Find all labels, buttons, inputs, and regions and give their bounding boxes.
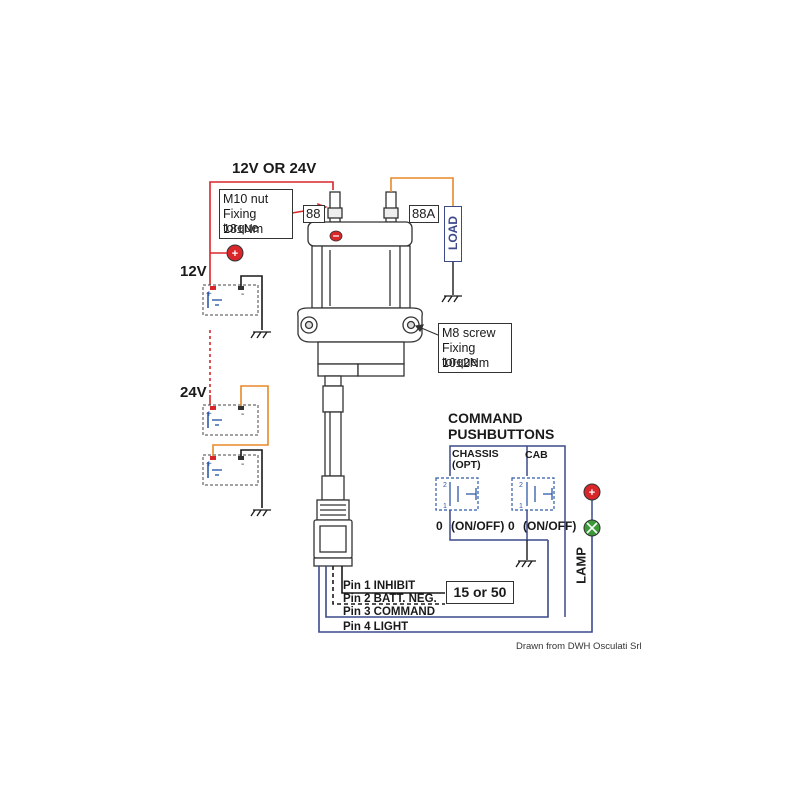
- m8-callout-line1: M8 screw: [442, 326, 496, 340]
- pin-3-label: Pin 3 COMMAND: [343, 606, 435, 618]
- chassis-label-line1: CHASSIS: [452, 448, 499, 460]
- load-wire: [390, 177, 454, 206]
- svg-text:+: +: [232, 248, 238, 260]
- m10-callout: M10 nut Fixing torque 18±Nm: [219, 189, 293, 239]
- pin-1-label: Pin 1 INHIBIT: [343, 580, 416, 592]
- chassis-pushbutton: 2 1: [435, 477, 479, 511]
- m8-callout-pointer: [414, 324, 439, 336]
- battery-12v: + -: [202, 284, 259, 316]
- ground-icon: [250, 509, 271, 517]
- command-title: COMMAND PUSHBUTTONS: [448, 410, 554, 442]
- svg-text:-: -: [241, 289, 244, 300]
- command-wiring: [449, 445, 566, 617]
- m10-callout-line1: M10 nut: [223, 192, 269, 206]
- ground-icon: [250, 331, 271, 339]
- m10-callout-line3: 18±Nm: [223, 222, 264, 236]
- battery-24v-ground-wire: [240, 449, 263, 508]
- terminal-88a-text: 88A: [412, 206, 436, 221]
- supply-voltage-label: 12V OR 24V: [232, 160, 317, 177]
- battery-24v-label: 24V: [180, 384, 207, 401]
- relay-body: [297, 191, 423, 377]
- svg-text:+: +: [206, 459, 212, 470]
- pin-wires: [318, 536, 593, 633]
- chassis-label-line2: (OPT): [452, 459, 481, 471]
- svg-text:-: -: [241, 459, 244, 470]
- timer-box: 15 or 50: [446, 581, 514, 604]
- lamp-label: LAMP: [573, 547, 589, 584]
- svg-text:2: 2: [519, 482, 523, 489]
- positive-marker-icon: +: [210, 244, 244, 262]
- chassis-off-state: 0: [436, 519, 443, 533]
- lamp-positive-icon: +: [583, 483, 601, 501]
- svg-text:1: 1: [519, 503, 523, 510]
- timer-box-label: 15 or 50: [453, 584, 507, 600]
- svg-text:+: +: [206, 289, 212, 300]
- svg-text:+: +: [206, 409, 212, 420]
- m8-callout: M8 screw Fixing torque 10±2Nm: [438, 323, 512, 373]
- lamp-icon: [583, 519, 601, 537]
- battery-12v-label: 12V: [180, 263, 207, 280]
- svg-text:2: 2: [443, 482, 447, 489]
- cab-onoff-state: (ON/OFF): [523, 519, 577, 533]
- load-label: LOAD: [446, 216, 460, 250]
- chassis-label: CHASSIS (OPT): [452, 449, 499, 471]
- terminal-88-text: 88: [306, 206, 321, 221]
- svg-text:+: +: [589, 487, 595, 499]
- svg-text:1: 1: [443, 503, 447, 510]
- svg-text:-: -: [241, 409, 244, 420]
- command-title-line2: PUSHBUTTONS: [448, 426, 555, 442]
- m8-callout-line2: Fixing torque: [442, 341, 478, 369]
- credit-text: Drawn from DWH Osculati Srl: [516, 641, 642, 652]
- connector-cable: [313, 375, 353, 567]
- ground-icon: [515, 560, 536, 568]
- m8-callout-line3: 10±2Nm: [442, 356, 490, 370]
- relay-positive-marker-icon: [329, 230, 343, 242]
- m10-callout-line2: Fixing torque: [223, 207, 259, 235]
- ground-icon: [441, 295, 462, 303]
- command-title-line1: COMMAND: [448, 410, 523, 426]
- pin-4-label: Pin 4 LIGHT: [343, 621, 409, 633]
- chassis-onoff-state: (ON/OFF): [451, 519, 505, 533]
- pin-2-label: Pin 2 BATT. NEG.: [343, 593, 437, 605]
- terminal-88a-label: 88A: [409, 205, 439, 223]
- terminal-88-label: 88: [303, 205, 325, 223]
- cab-pushbutton: 2 1: [511, 477, 555, 511]
- battery-12v-ground-wire: [240, 275, 263, 330]
- load-box: LOAD: [444, 206, 462, 262]
- cab-off-state: 0: [508, 519, 515, 533]
- battery-24v-lower: + -: [202, 454, 259, 486]
- cab-label: CAB: [525, 449, 548, 461]
- battery-series-link-wire: [212, 385, 269, 456]
- battery-24v-upper: + -: [202, 404, 259, 436]
